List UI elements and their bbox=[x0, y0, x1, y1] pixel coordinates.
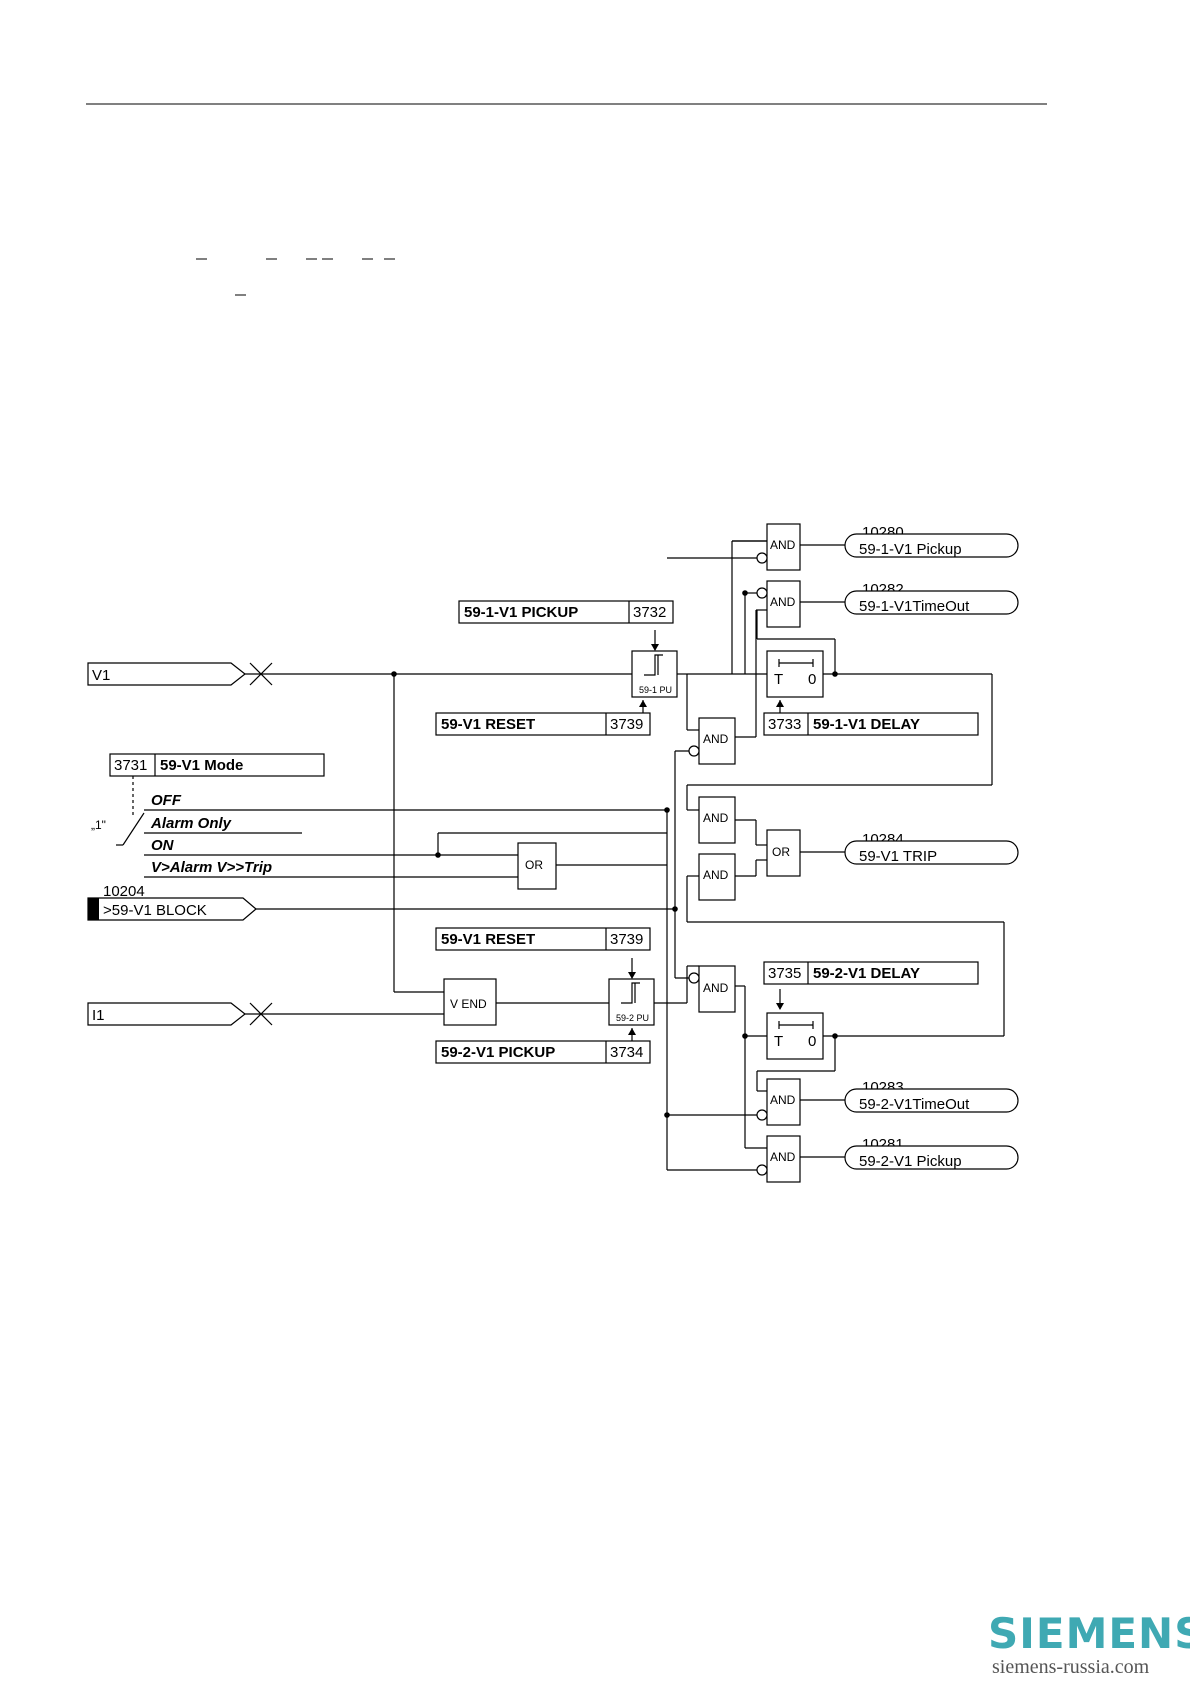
arrowheads bbox=[628, 644, 784, 1035]
svg-text:59-2-V1 PICKUP: 59-2-V1 PICKUP bbox=[441, 1044, 555, 1061]
setting-pickup1: 59-1-V1 PICKUP 3732 bbox=[458, 600, 674, 624]
svg-text:59-2 PU: 59-2 PU bbox=[616, 1013, 649, 1023]
setting-delay1: 3733 59-1-V1 DELAY bbox=[763, 712, 979, 736]
mode-constant: „1" bbox=[91, 818, 106, 832]
svg-text:3733: 3733 bbox=[768, 716, 801, 733]
logo-wordmark: SIEMENS bbox=[988, 1609, 1190, 1658]
timer-59-1: T 0 bbox=[766, 650, 824, 698]
svg-text:59-1-V1 Pickup: 59-1-V1 Pickup bbox=[859, 541, 962, 558]
mode-label: 59-V1 Mode bbox=[160, 757, 243, 774]
mode-number: 3731 bbox=[114, 757, 147, 774]
and-gate-10281: AND bbox=[756, 1135, 801, 1183]
output-10283: 10283 59-2-V1TimeOut bbox=[844, 1079, 1019, 1113]
v-end-block: V END bbox=[443, 978, 497, 1026]
logo-url: siemens-russia.com bbox=[992, 1656, 1150, 1678]
svg-text:AND: AND bbox=[703, 811, 729, 825]
and-gate-10282: AND bbox=[756, 580, 801, 628]
siemens-logo: SIEMENS siemens-russia.com bbox=[988, 1609, 1190, 1679]
svg-text:OR: OR bbox=[525, 858, 543, 872]
wires bbox=[116, 540, 1005, 1171]
setting-delay2: 3735 59-2-V1 DELAY bbox=[763, 961, 979, 985]
mode-option-off: OFF bbox=[151, 792, 182, 809]
svg-text:AND: AND bbox=[770, 595, 796, 609]
setting-pickup2: 59-2-V1 PICKUP 3734 bbox=[435, 1040, 651, 1064]
svg-text:AND: AND bbox=[770, 538, 796, 552]
svg-text:59-2-V1 DELAY: 59-2-V1 DELAY bbox=[813, 965, 920, 982]
setting-reset-top: 59-V1 RESET 3739 bbox=[435, 712, 651, 736]
input-block: 10204 >59-V1 BLOCK bbox=[87, 883, 257, 921]
svg-text:AND: AND bbox=[703, 981, 729, 995]
and-gate-pickup1-reset: AND bbox=[688, 717, 736, 765]
svg-text:AND: AND bbox=[703, 868, 729, 882]
svg-text:3739: 3739 bbox=[610, 716, 643, 733]
setting-reset-bottom: 59-V1 RESET 3739 bbox=[435, 927, 651, 951]
block-number: 10204 bbox=[103, 883, 145, 900]
svg-text:3739: 3739 bbox=[610, 931, 643, 948]
or-gate-mode: OR bbox=[517, 842, 557, 890]
and-gate-trip-2: AND bbox=[698, 853, 736, 901]
svg-text:AND: AND bbox=[770, 1093, 796, 1107]
svg-text:0: 0 bbox=[808, 671, 816, 688]
timer-59-2: T 0 bbox=[766, 1012, 824, 1060]
svg-text:T: T bbox=[774, 1033, 783, 1050]
output-10280: 10280 59-1-V1 Pickup bbox=[844, 524, 1019, 558]
and-gate-pickup2-reset: AND bbox=[688, 965, 736, 1013]
svg-text:59-V1 RESET: 59-V1 RESET bbox=[441, 931, 535, 948]
svg-text:AND: AND bbox=[703, 732, 729, 746]
input-v1: V1 bbox=[87, 662, 273, 686]
mode-option-alarm-only: Alarm Only bbox=[150, 815, 232, 832]
svg-text:59-2-V1TimeOut: 59-2-V1TimeOut bbox=[859, 1096, 970, 1113]
mode-option-on: ON bbox=[151, 837, 175, 854]
svg-text:59-1-V1 PICKUP: 59-1-V1 PICKUP bbox=[464, 604, 578, 621]
svg-text:59-1-V1TimeOut: 59-1-V1TimeOut bbox=[859, 598, 970, 615]
output-10282: 10282 59-1-V1TimeOut bbox=[844, 581, 1019, 615]
svg-text:3734: 3734 bbox=[610, 1044, 643, 1061]
svg-text:59-V1 TRIP: 59-V1 TRIP bbox=[859, 848, 937, 865]
svg-text:T: T bbox=[774, 671, 783, 688]
svg-text:V END: V END bbox=[450, 997, 487, 1011]
block-label: >59-V1 BLOCK bbox=[103, 902, 207, 919]
v1-label: V1 bbox=[92, 667, 110, 684]
svg-text:0: 0 bbox=[808, 1033, 816, 1050]
mode-setting: 3731 59-V1 Mode „1" OFF Alarm Only ON V>… bbox=[91, 753, 325, 876]
and-gate-10280: AND bbox=[756, 523, 801, 571]
svg-text:3732: 3732 bbox=[633, 604, 666, 621]
i1-label: I1 bbox=[92, 1007, 105, 1024]
comparator-59-1: 59-1 PU bbox=[631, 650, 678, 698]
and-gate-trip-1: AND bbox=[698, 796, 736, 844]
junction-dots bbox=[391, 590, 838, 1118]
svg-text:OR: OR bbox=[772, 845, 790, 859]
svg-text:3735: 3735 bbox=[768, 965, 801, 982]
svg-text:59-2-V1 Pickup: 59-2-V1 Pickup bbox=[859, 1153, 962, 1170]
input-i1: I1 bbox=[87, 1002, 273, 1026]
output-10281: 10281 59-2-V1 Pickup bbox=[844, 1136, 1019, 1170]
faint-marks bbox=[196, 258, 395, 296]
comparator-59-2: 59-2 PU bbox=[608, 978, 655, 1026]
svg-text:59-1 PU: 59-1 PU bbox=[639, 685, 672, 695]
svg-text:AND: AND bbox=[770, 1150, 796, 1164]
output-10284: 10284 59-V1 TRIP bbox=[844, 831, 1019, 865]
or-gate-trip: OR bbox=[766, 829, 801, 877]
mode-option-v-alarm-trip: V>Alarm V>>Trip bbox=[151, 859, 272, 876]
svg-text:59-1-V1 DELAY: 59-1-V1 DELAY bbox=[813, 716, 920, 733]
and-gate-10283: AND bbox=[756, 1078, 801, 1126]
svg-text:59-V1 RESET: 59-V1 RESET bbox=[441, 716, 535, 733]
